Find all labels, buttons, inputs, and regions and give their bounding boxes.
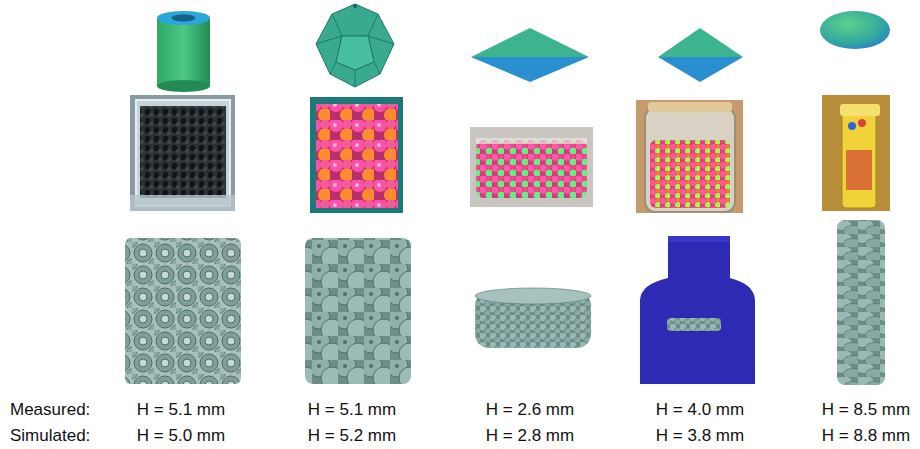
height-value: H = 8.8 mm [822, 426, 910, 446]
row-heading: Simulated: [10, 426, 90, 446]
height-value: H = 2.6 mm [486, 400, 574, 420]
height-value: H = 5.0 mm [137, 426, 225, 446]
height-value: H = 8.5 mm [822, 400, 910, 420]
height-value: H = 5.1 mm [137, 400, 225, 420]
height-value: H = 4.0 mm [656, 400, 744, 420]
height-value: H = 5.1 mm [308, 400, 396, 420]
height-value: H = 3.8 mm [656, 426, 744, 446]
row-heading: Measured: [10, 400, 90, 420]
height-value: H = 5.2 mm [308, 426, 396, 446]
height-value: H = 2.8 mm [486, 426, 574, 446]
